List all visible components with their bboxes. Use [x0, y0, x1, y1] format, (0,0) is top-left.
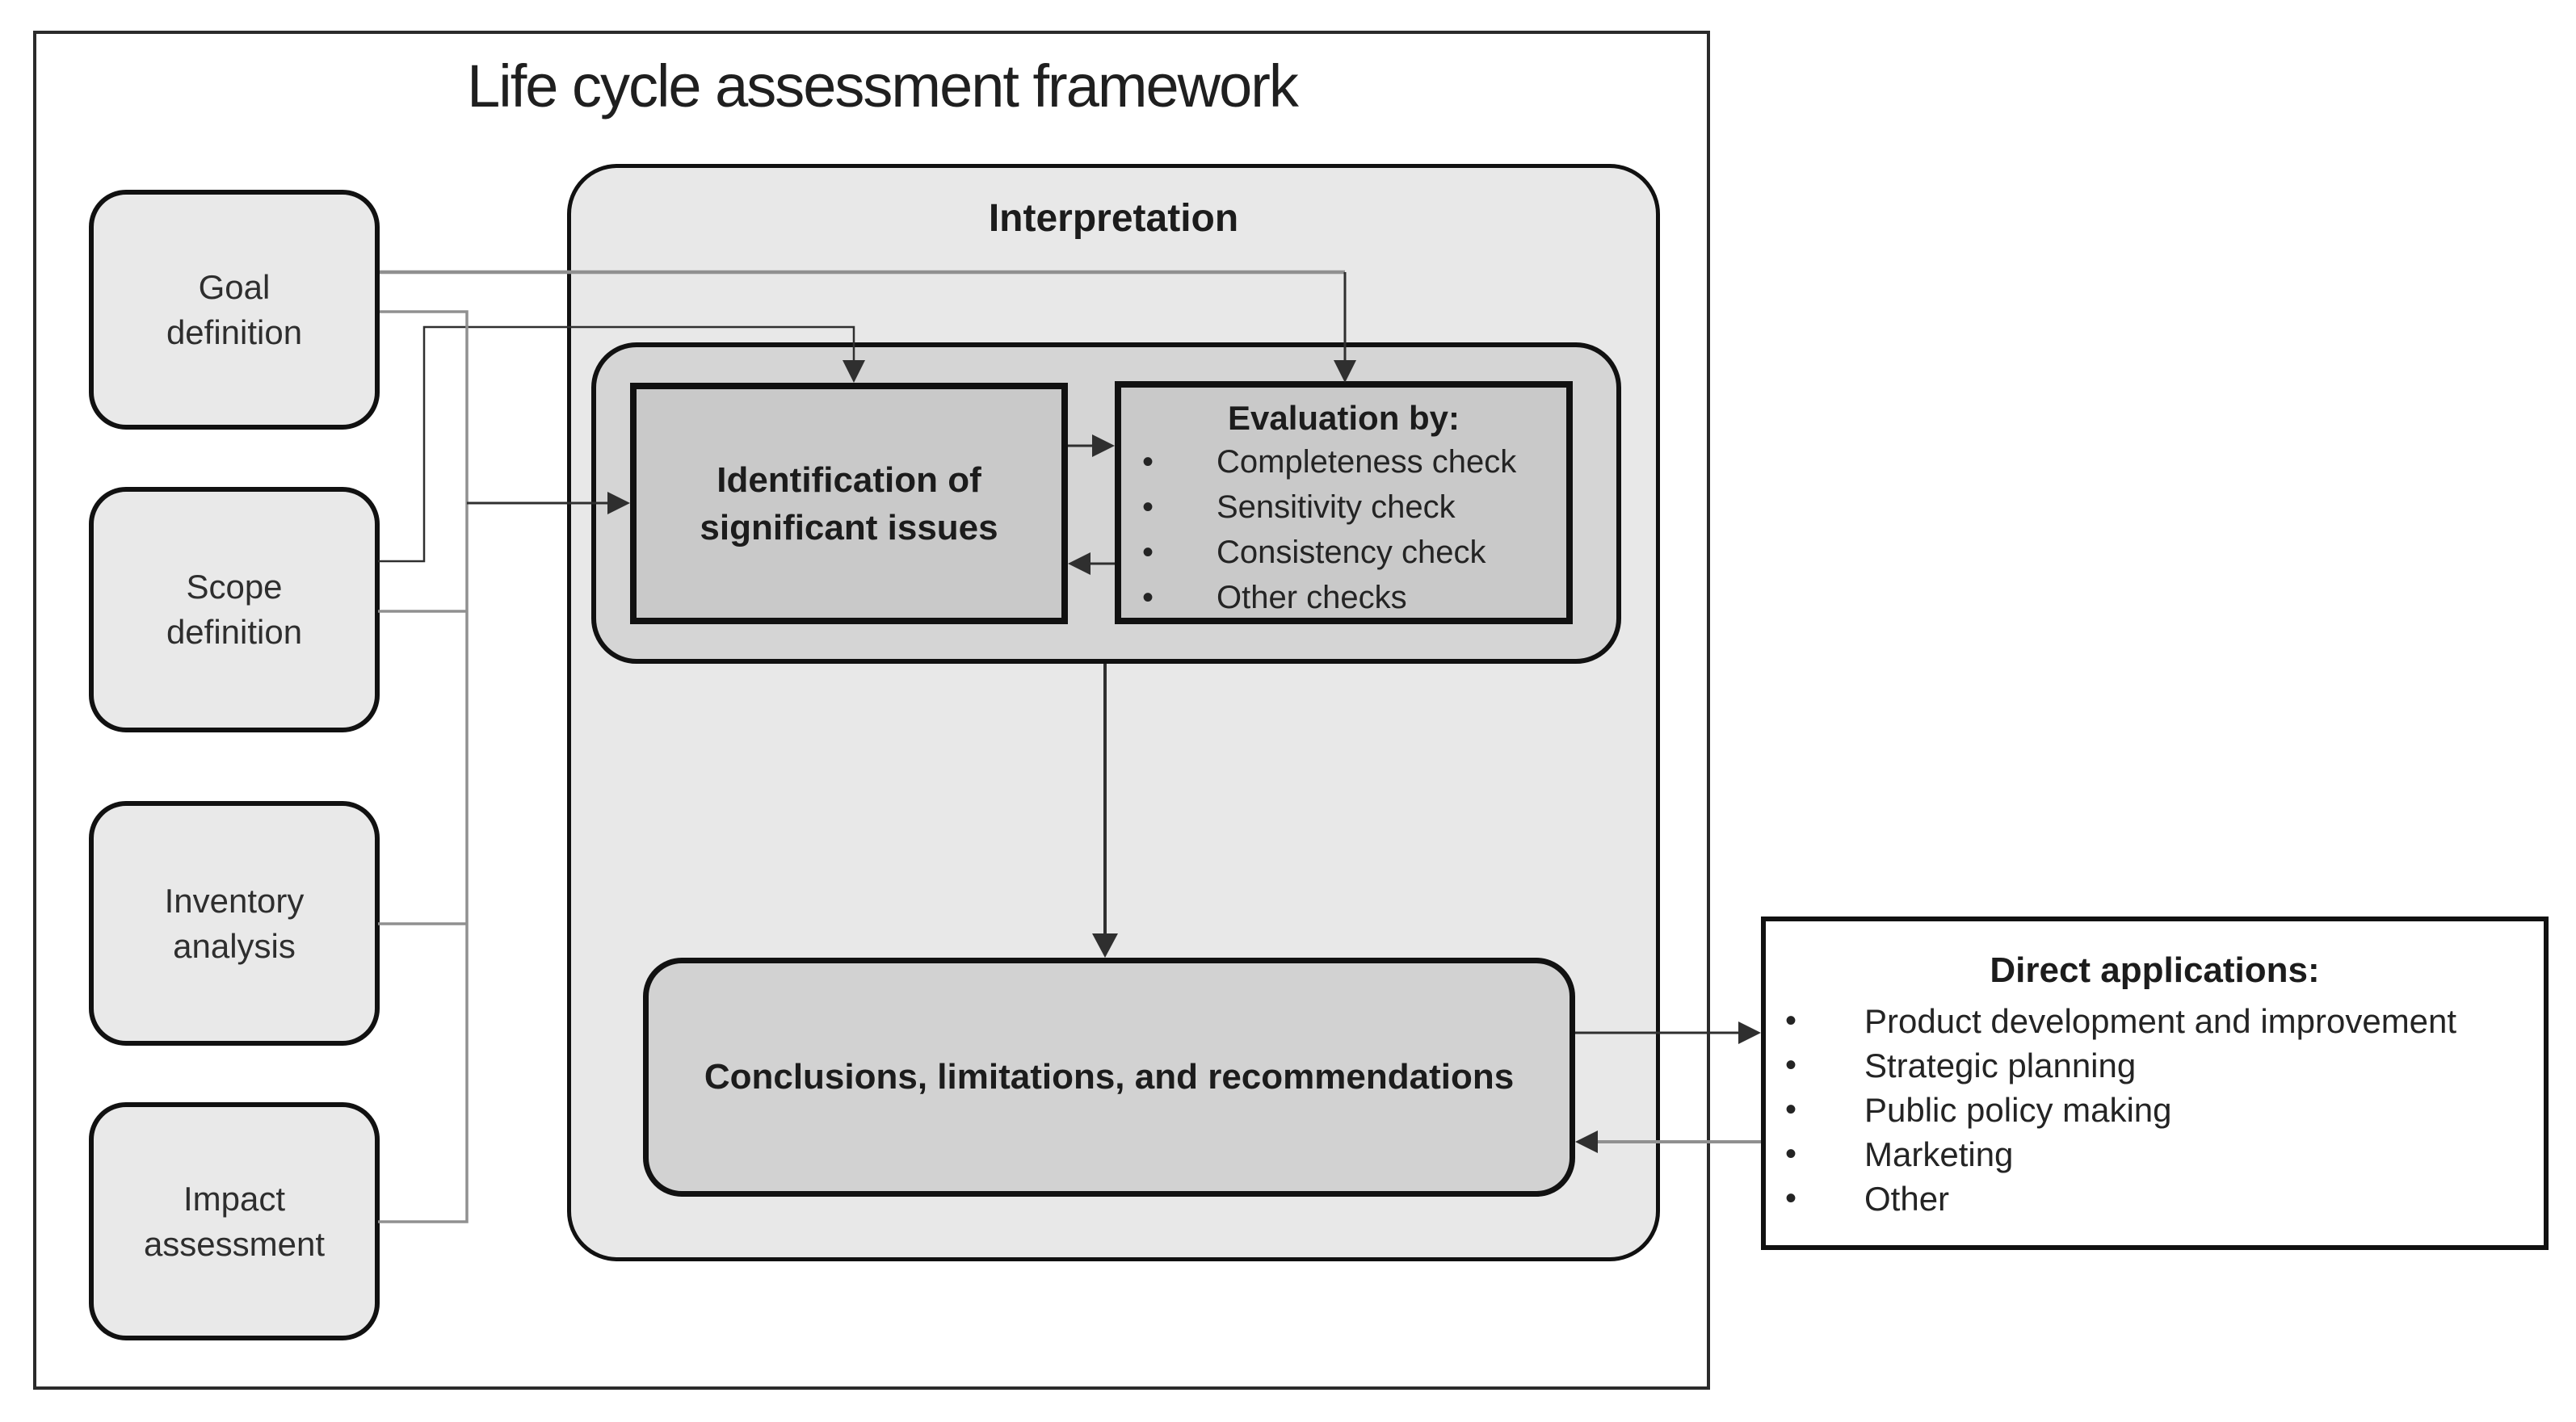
- impact-assessment-label-line2: assessment: [143, 1224, 326, 1263]
- list-item: Strategic planning: [1766, 1043, 2544, 1088]
- identification-box: Identification of significant issues: [630, 383, 1068, 624]
- list-item: Completeness check: [1121, 439, 1566, 484]
- scope-definition-box: Scope definition: [89, 487, 380, 732]
- interpretation-label: Interpretation: [988, 197, 1239, 240]
- list-item: Sensitivity check: [1121, 484, 1566, 530]
- direct-applications-list: Product development and improvementStrat…: [1766, 999, 2544, 1221]
- conclusions-box: Conclusions, limitations, and recommenda…: [643, 958, 1575, 1197]
- list-item: Consistency check: [1121, 530, 1566, 575]
- evaluation-box: Evaluation by: Completeness checkSensiti…: [1115, 381, 1573, 624]
- conclusions-label: Conclusions, limitations, and recommenda…: [704, 1057, 1515, 1097]
- inventory-analysis-label-line2: analysis: [173, 926, 296, 965]
- evaluation-checklist: Completeness checkSensitivity checkConsi…: [1121, 439, 1566, 620]
- identification-label-line2: significant issues: [700, 507, 998, 547]
- scope-definition-label-line2: definition: [166, 613, 303, 651]
- scope-definition-label-line1: Scope: [186, 568, 283, 606]
- list-item: Public policy making: [1766, 1088, 2544, 1132]
- arrowhead-right-into-direct-applications: [1738, 1021, 1761, 1044]
- list-item: Marketing: [1766, 1132, 2544, 1177]
- inventory-analysis-label-line1: Inventory: [164, 881, 305, 920]
- diagram-title: Life cycle assessment framework: [467, 52, 1299, 120]
- direct-applications-box: Direct applications: Product development…: [1761, 917, 2549, 1250]
- impact-assessment-label-line1: Impact: [183, 1179, 286, 1218]
- goal-definition-label-line2: definition: [166, 313, 303, 351]
- goal-definition-box: Goal definition: [89, 190, 380, 430]
- list-item: Other: [1766, 1177, 2544, 1221]
- impact-assessment-box: Impact assessment: [89, 1102, 380, 1340]
- inventory-analysis-box: Inventory analysis: [89, 801, 380, 1046]
- evaluation-title: Evaluation by:: [1227, 399, 1460, 437]
- list-item: Other checks: [1121, 575, 1566, 620]
- identification-label-line1: Identification of: [716, 459, 981, 500]
- goal-definition-label-line1: Goal: [198, 267, 271, 306]
- direct-applications-title: Direct applications:: [1990, 950, 2320, 990]
- list-item: Product development and improvement: [1766, 999, 2544, 1043]
